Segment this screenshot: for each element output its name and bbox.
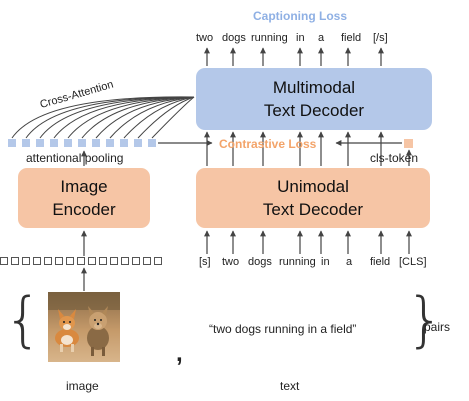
multimodal-decoder-line2: Text Decoder [263, 101, 365, 120]
cross-attention-curve [81, 96, 195, 139]
cross-attention-curve [109, 96, 195, 139]
unimodal-decoder-line1: Unimodal [277, 177, 349, 196]
image-encoder-box: Image Encoder [18, 168, 150, 228]
text-label: text [280, 379, 300, 393]
input-token: running [279, 256, 316, 268]
left-brace-icon: { [4, 285, 43, 355]
pooled-token [134, 139, 142, 147]
unimodal-text-decoder-box: Unimodal Text Decoder [196, 168, 430, 228]
image-patch [44, 257, 52, 265]
image-patch [121, 257, 129, 265]
image-patch [88, 257, 96, 265]
paired-text-caption: “two dogs running in a field” [209, 322, 357, 336]
pooled-token [36, 139, 44, 147]
image-patch [110, 257, 118, 265]
cross-attention-curve [95, 96, 195, 139]
image-patch [132, 257, 140, 265]
image-patch [66, 257, 74, 265]
image-patch [77, 257, 85, 265]
caption-token: running [251, 32, 288, 44]
pooled-token [148, 139, 156, 147]
cls-token-label: cls-token [370, 151, 419, 165]
pooled-token [50, 139, 58, 147]
image-patch-tokens [0, 257, 162, 265]
pooled-token [78, 139, 86, 147]
pooled-token [8, 139, 16, 147]
input-token: [CLS] [399, 256, 427, 268]
pooled-token [92, 139, 100, 147]
pooled-token [120, 139, 128, 147]
image-patch [154, 257, 162, 265]
image-patch [99, 257, 107, 265]
image-patch [0, 257, 8, 265]
cross-attention-curve [151, 96, 195, 139]
image-patch [11, 257, 19, 265]
caption-token: two [196, 32, 214, 44]
image-label: image [66, 379, 99, 393]
unimodal-decoder-line2: Text Decoder [262, 200, 364, 219]
image-patch [33, 257, 41, 265]
input-token: [s] [199, 256, 211, 268]
multimodal-text-decoder-box: Multimodal Text Decoder [196, 68, 432, 130]
image-encoder-line1: Image [60, 177, 108, 196]
attentional-pooling-tokens [8, 139, 156, 147]
pooled-token [22, 139, 30, 147]
input-token: two [222, 256, 240, 268]
cls-token-square [404, 139, 413, 148]
pooled-token [106, 139, 114, 147]
image-encoder-line2: Encoder [52, 200, 116, 219]
caption-token: [/s] [373, 32, 388, 44]
cross-attention-curve [123, 96, 195, 139]
input-token: a [346, 256, 353, 268]
caption-token: in [296, 32, 305, 44]
image-patch [22, 257, 30, 265]
caption-token: dogs [222, 32, 246, 44]
pair-separator-comma: , [176, 340, 183, 367]
caption-token: field [341, 32, 362, 44]
input-token: dogs [248, 256, 272, 268]
contrastive-loss-label: Contrastive Loss [219, 137, 317, 151]
image-patch [55, 257, 63, 265]
dogs-image-icon [48, 292, 120, 362]
captioning-loss-label: Captioning Loss [253, 9, 347, 23]
right-brace-icon: } [406, 285, 445, 355]
pooled-token [64, 139, 72, 147]
image-patch [143, 257, 151, 265]
cross-attention-curve [137, 96, 195, 139]
input-token: field [370, 256, 391, 268]
input-token: in [321, 256, 330, 268]
caption-token: a [318, 32, 325, 44]
pairs-label: pairs [424, 320, 451, 334]
two-dogs-photo [48, 292, 120, 362]
multimodal-decoder-line1: Multimodal [272, 78, 356, 97]
attentional-pooling-label: attentional pooling [26, 151, 124, 165]
